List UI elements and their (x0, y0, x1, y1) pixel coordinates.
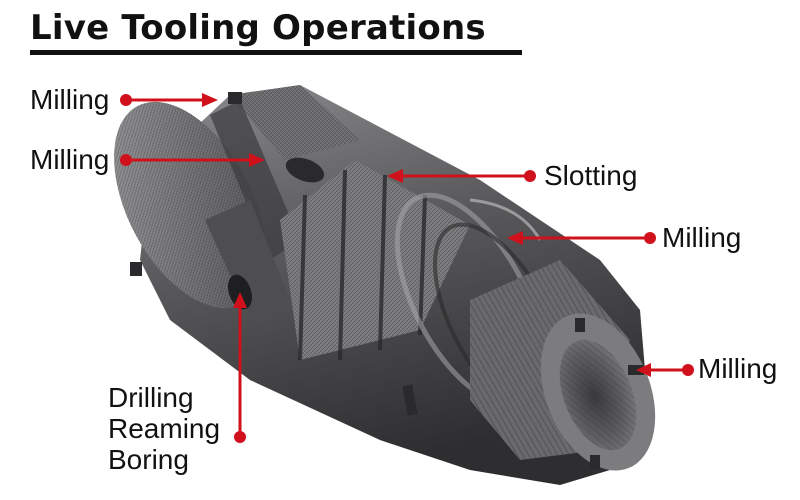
top-notch (228, 92, 242, 104)
label-slotting: Slotting (544, 160, 638, 191)
label-milling-upper: Milling (30, 144, 110, 175)
part-body (114, 85, 656, 485)
label-milling-end: Milling (698, 353, 778, 384)
label-milling-right: Milling (662, 222, 742, 253)
label-drilling: Drilling (108, 382, 194, 413)
callout-milling-right (507, 231, 656, 245)
label-milling-top: Milling (30, 84, 110, 115)
callout-milling-top (120, 93, 218, 107)
label-reaming: Reaming (108, 413, 221, 444)
cross-hole (285, 157, 325, 183)
diagram-title: Live Tooling Operations (30, 8, 486, 48)
milled-flat-face (205, 200, 290, 330)
callout-milling-upper (120, 153, 265, 167)
callout-slotting (387, 169, 536, 183)
label-drilling-group: Drilling Reaming Boring (108, 382, 220, 475)
label-boring: Boring (108, 444, 189, 475)
callout-drilling (233, 292, 247, 443)
callout-milling-end (636, 363, 694, 377)
callouts (120, 93, 694, 443)
slot-lines (298, 169, 427, 361)
title-underline (30, 50, 522, 55)
